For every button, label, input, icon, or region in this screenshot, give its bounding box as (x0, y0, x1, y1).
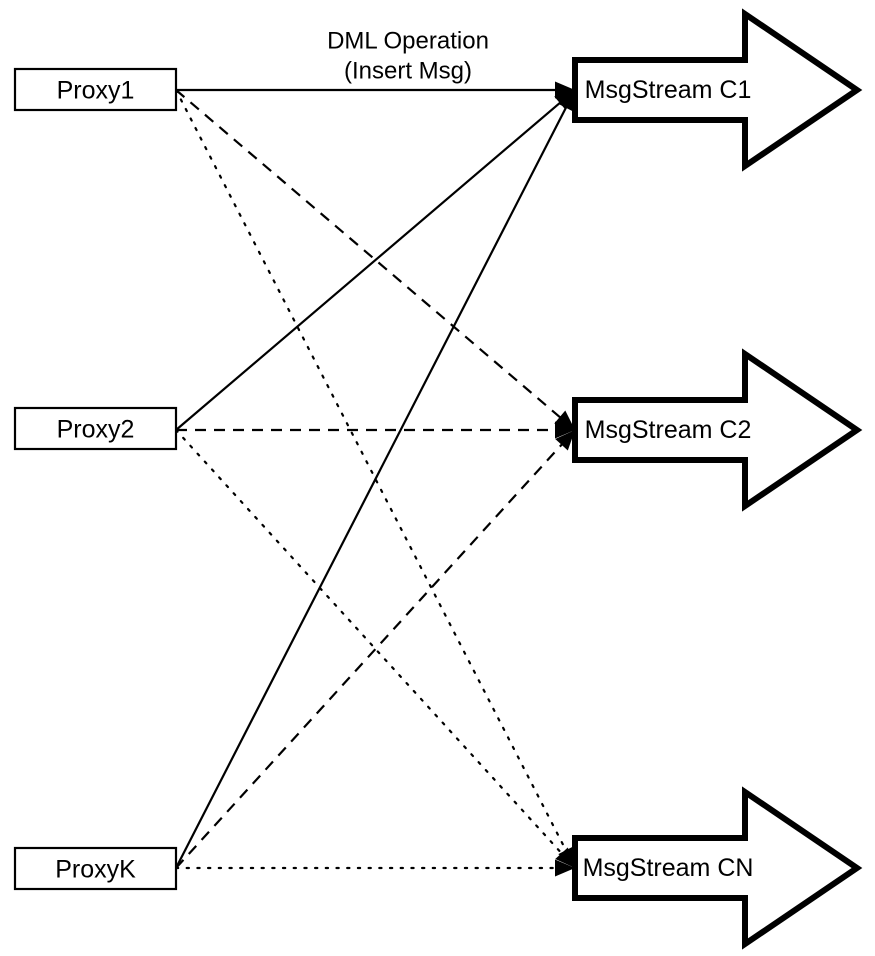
stream-arrow-stream_cn[interactable]: MsgStream CN (572, 786, 863, 950)
proxy-node-box (13, 846, 178, 891)
captions-layer: DML Operation (Insert Msg) (327, 28, 489, 85)
stream-arrow-shape (572, 8, 863, 172)
proxy-node-proxyk[interactable]: ProxyK (13, 846, 178, 891)
edge-arrowhead-icon (555, 421, 575, 439)
proxy-node-label: Proxy2 (57, 416, 135, 444)
proxy-node-box (13, 406, 178, 451)
caption-line-1: DML Operation (327, 28, 489, 55)
edge-arrowhead-icon (555, 859, 575, 877)
streams-layer: MsgStream C1 MsgStream C2 MsgStream CN (572, 8, 863, 950)
stream-arrow-shape (572, 786, 863, 950)
proxy-node-label: ProxyK (55, 856, 136, 884)
edge-line (174, 428, 568, 860)
stream-arrow-stream_c1[interactable]: MsgStream C1 (572, 8, 863, 172)
edge-proxy2-to-stream_cn (174, 428, 575, 868)
edge-proxyk-to-stream_c2 (175, 430, 575, 869)
stream-arrow-label: MsgStream C1 (585, 76, 752, 104)
proxy-node-box (13, 67, 178, 112)
stream-arrow-label: MsgStream CN (583, 854, 754, 882)
stream-arrow-stream_c2[interactable]: MsgStream C2 (572, 348, 863, 512)
edge-line (175, 89, 566, 423)
edge-proxyk-to-stream_cn (174, 859, 575, 877)
edge-arrowhead-icon (555, 430, 575, 451)
edge-arrowhead-icon (555, 847, 575, 868)
caption-line-2: (Insert Msg) (344, 58, 472, 85)
edge-arrowhead-icon (558, 90, 575, 112)
stream-arrow-label: MsgStream C2 (585, 416, 752, 444)
edge-line (174, 88, 571, 858)
edge-proxy2-to-stream_c2 (176, 421, 575, 439)
stream-arrow-shape (572, 348, 863, 512)
edge-arrowhead-icon (554, 410, 575, 430)
caption-dml_operation_caption: DML Operation (Insert Msg) (327, 28, 489, 85)
edges-layer (174, 81, 575, 877)
edge-arrowhead-icon (555, 81, 575, 99)
edge-line (175, 97, 566, 431)
edge-proxy1-to-stream_c1 (176, 81, 575, 99)
proxy-node-proxy2[interactable]: Proxy2 (13, 406, 178, 451)
edge-line (175, 438, 568, 869)
edge-line (175, 101, 571, 869)
proxy-node-proxy1[interactable]: Proxy1 (13, 67, 178, 112)
edge-proxyk-to-stream_c1 (175, 90, 575, 869)
proxy-node-label: Proxy1 (57, 77, 135, 105)
edge-proxy1-to-stream_c2 (175, 89, 575, 430)
